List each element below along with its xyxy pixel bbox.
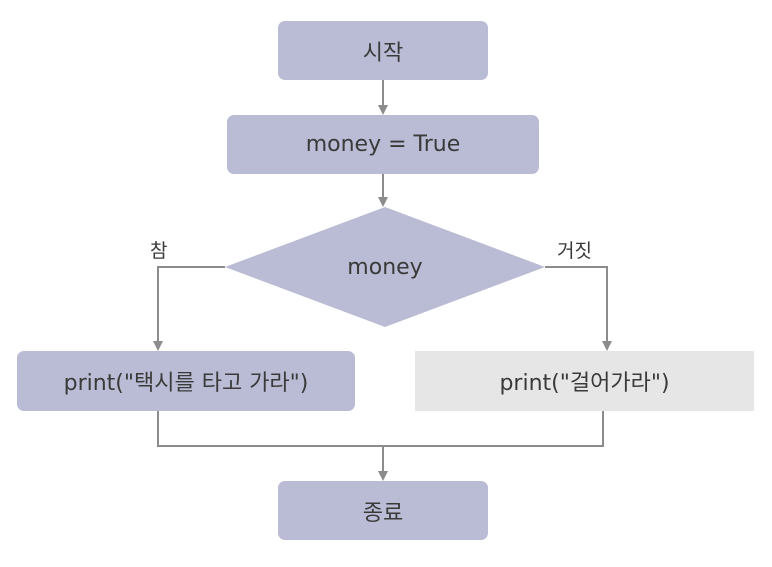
false-branch-label: 거짓: [557, 240, 592, 262]
assign-node: money = True: [227, 115, 539, 174]
false-action-node: print("걸어가라"): [415, 351, 754, 411]
merge-line: [157, 411, 604, 447]
arrow-decision-true: [153, 266, 225, 351]
true-action-node: print("택시를 타고 가라"): [17, 351, 355, 411]
arrow-decision-false: [545, 266, 612, 351]
start-node: 시작: [278, 21, 488, 80]
decision-diamond: [225, 207, 545, 327]
end-node: 종료: [278, 481, 488, 540]
decision-label: money: [347, 254, 423, 280]
true-branch-label: 참: [150, 240, 168, 262]
